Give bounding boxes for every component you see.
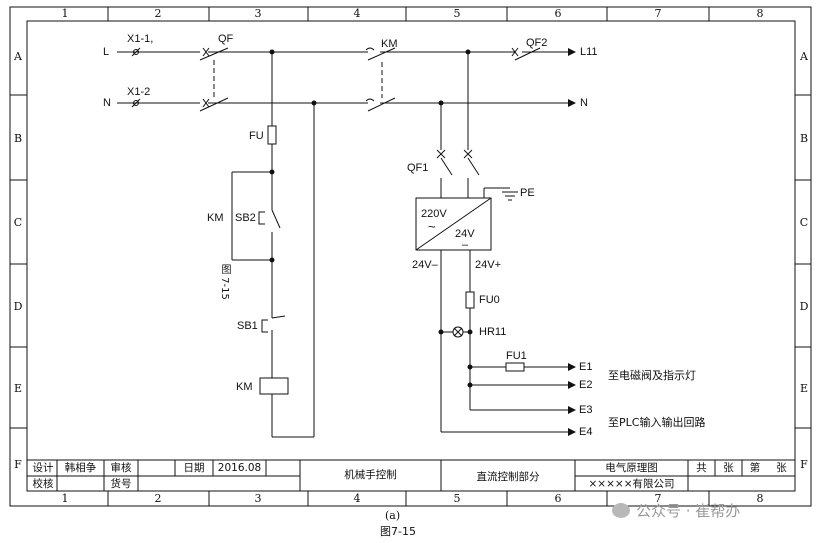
title-block-lines xyxy=(27,459,795,491)
junction-dots xyxy=(269,49,473,388)
label-24V-plus: 24V+ xyxy=(475,259,501,271)
row-label: B xyxy=(799,132,809,145)
label-PE: PE xyxy=(520,187,535,199)
tb-total-label: 共 xyxy=(696,462,707,474)
col-label: 8 xyxy=(756,7,764,20)
tb-company: ×××××有限公司 xyxy=(588,478,675,490)
label-dc-symbol: – xyxy=(462,239,469,251)
tb-project: 机械手控制 xyxy=(344,469,397,481)
label-FU0: FU0 xyxy=(479,294,500,306)
col-label: 3 xyxy=(254,7,262,20)
tb-check-label: 校核 xyxy=(32,478,54,490)
terminal-symbols xyxy=(131,47,519,108)
tb-date-label: 日期 xyxy=(183,462,205,474)
inner-frame xyxy=(26,20,796,492)
tb-drawing-type: 电气原理图 xyxy=(605,462,658,474)
outer-frame xyxy=(9,6,812,507)
col-label: 2 xyxy=(154,492,162,505)
col-label: 2 xyxy=(154,7,162,20)
label-24V-minus: 24V– xyxy=(412,259,438,271)
label-HR11: HR11 xyxy=(479,326,507,338)
label-N: N xyxy=(103,97,111,109)
col-label: 7 xyxy=(654,7,662,20)
label-KM-coil: KM xyxy=(236,381,253,393)
tb-item-label: 货号 xyxy=(110,478,132,490)
tb-page-label: 第 xyxy=(749,462,761,474)
label-QF: QF xyxy=(218,33,234,45)
row-label: E xyxy=(13,382,23,395)
col-label: 3 xyxy=(254,492,262,505)
caption-figure: 图7-15 xyxy=(380,525,416,538)
control-circuit xyxy=(231,52,315,438)
note-to-valve: 至电磁阀及指示灯 xyxy=(608,369,696,382)
col-label: 6 xyxy=(554,7,562,20)
label-fig-vertical: 图 7-15 xyxy=(219,264,230,300)
label-FU1: FU1 xyxy=(506,350,527,362)
label-E3: E3 xyxy=(579,404,593,416)
caption-sub: (a) xyxy=(385,509,401,522)
tb-designer: 韩相争 xyxy=(64,462,97,474)
label-220V: 220V xyxy=(421,208,447,220)
label-L: L xyxy=(103,46,110,58)
row-label: E xyxy=(799,382,809,395)
label-E2: E2 xyxy=(579,379,593,391)
label-N-out: N xyxy=(580,97,588,109)
label-SB1: SB1 xyxy=(237,320,258,332)
tb-sheet-unit: 张 xyxy=(776,462,787,474)
label-KM-main: KM xyxy=(381,38,398,50)
tb-sheet-unit: 张 xyxy=(723,462,734,474)
label-X1-2: X1-2 xyxy=(127,86,151,98)
label-SB2: SB2 xyxy=(235,212,256,224)
row-label: F xyxy=(800,458,808,471)
label-QF2: QF2 xyxy=(526,37,548,49)
row-label: D xyxy=(799,300,809,313)
tb-review-label: 审核 xyxy=(110,462,132,474)
label-24V: 24V xyxy=(455,228,475,240)
label-X1-1: X1-1, xyxy=(127,33,154,45)
label-QF1: QF1 xyxy=(407,162,429,174)
label-FU: FU xyxy=(249,130,264,142)
col-label: 6 xyxy=(554,492,562,505)
mains-lines xyxy=(117,47,568,112)
label-KM-contact: KM xyxy=(207,212,224,224)
tb-date: 2016.08 xyxy=(217,462,262,474)
note-to-plc: 至PLC输入输出回路 xyxy=(608,416,706,429)
col-label: 4 xyxy=(353,492,361,505)
watermark-text: 公众号 · 崔帮办 xyxy=(636,502,741,520)
row-ticks xyxy=(10,94,811,429)
row-label: B xyxy=(13,132,23,145)
row-label: A xyxy=(800,50,808,63)
label-E1: E1 xyxy=(579,361,593,373)
row-label: D xyxy=(13,300,23,313)
col-label: 5 xyxy=(453,492,461,505)
tb-design-label: 设计 xyxy=(32,462,54,474)
wechat-icon xyxy=(612,503,630,518)
arrow-heads xyxy=(568,48,576,436)
col-label: 4 xyxy=(353,7,361,20)
row-label: C xyxy=(799,216,809,229)
row-label: A xyxy=(14,50,22,63)
tb-section: 直流控制部分 xyxy=(476,471,540,483)
col-label: 5 xyxy=(453,7,461,20)
label-L11: L11 xyxy=(580,46,598,58)
label-E4: E4 xyxy=(579,426,593,438)
label-ac-symbol: ~ xyxy=(428,219,436,234)
watermark: 公众号 · 崔帮办 xyxy=(612,500,740,521)
column-ticks xyxy=(107,7,710,506)
col-label: 1 xyxy=(61,492,69,505)
col-label: 7 xyxy=(654,492,662,505)
col-label: 1 xyxy=(61,7,69,20)
dc-circuit xyxy=(415,52,568,433)
col-label: 8 xyxy=(756,492,764,505)
row-label: C xyxy=(13,216,23,229)
row-label: F xyxy=(14,458,22,471)
